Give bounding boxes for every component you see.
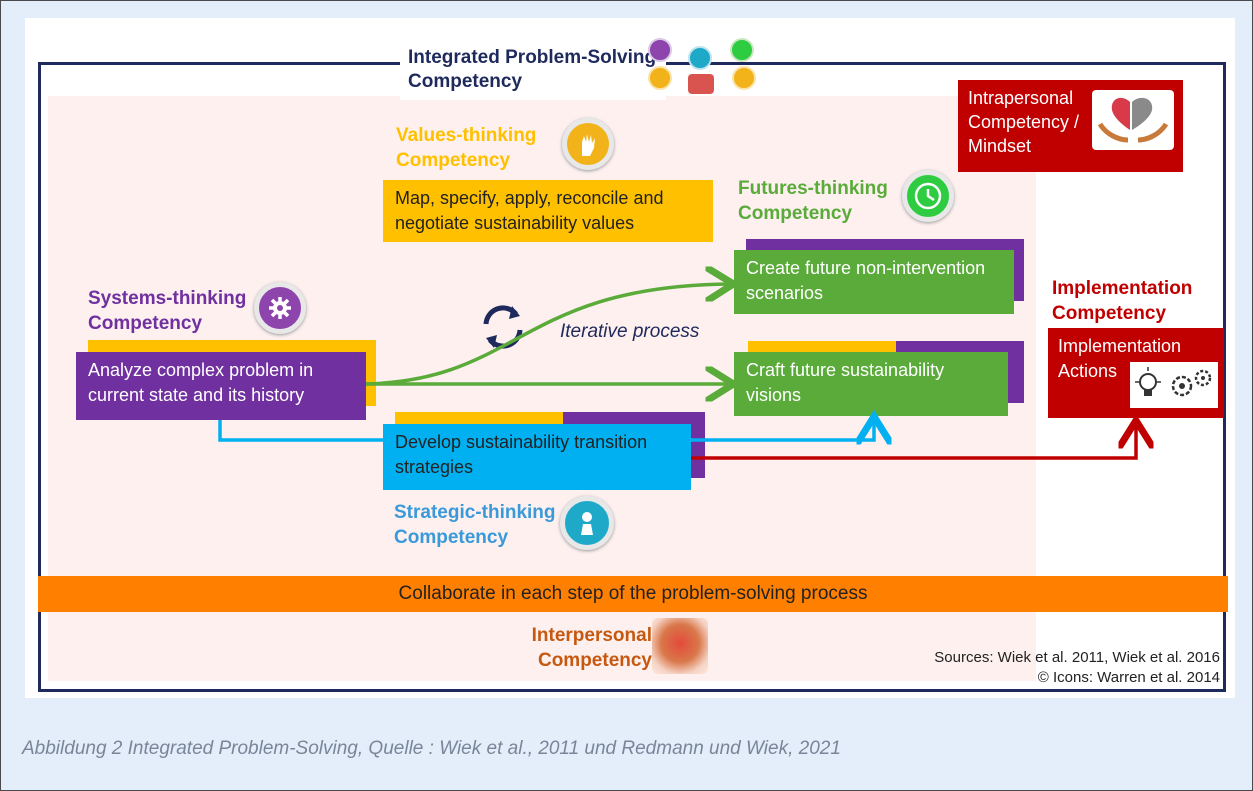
diagram-title: Integrated Problem-Solving Competency <box>408 47 657 92</box>
hand-icon <box>732 66 756 90</box>
systems-box-text: Analyze complex problem in current state… <box>88 360 314 405</box>
implementation-box-text: Implementation Actions <box>1058 336 1182 381</box>
sources-text: Sources: Wiek et al. 2011, Wiek et al. 2… <box>880 648 1220 688</box>
values-thinking-label: Values-thinking Competency <box>396 125 537 171</box>
systems-thinking-label: Systems-thinking Competency <box>88 288 247 334</box>
implementation-label: Implementation Competency <box>1052 278 1193 324</box>
lightbulb-gears-icon <box>1130 362 1218 408</box>
futures-box1: Create future non-intervention scenarios <box>734 250 1014 314</box>
gear-icon <box>254 282 306 334</box>
pawn-icon <box>560 496 614 550</box>
title-background <box>400 40 666 100</box>
hand-icon <box>648 66 672 90</box>
values-box-text: Map, specify, apply, reconcile and negot… <box>395 188 664 233</box>
strategic-thinking-label: Strategic-thinking Competency <box>394 502 556 548</box>
collaborate-text: Collaborate in each step of the problem-… <box>398 583 868 604</box>
hands-together-icon <box>688 74 714 94</box>
brain-heart-icon <box>1092 90 1174 150</box>
clock-icon <box>902 170 954 222</box>
futures-box1-text: Create future non-intervention scenarios <box>746 258 986 303</box>
iterative-label: Iterative process <box>560 321 700 342</box>
figure-caption: Abbildung 2 Integrated Problem-Solving, … <box>22 738 841 759</box>
futures-box2: Craft future sustainability visions <box>734 352 1008 416</box>
clock-icon <box>730 38 754 62</box>
strategic-box: Develop sustainability transition strate… <box>383 424 691 490</box>
collaborate-bar: Collaborate in each step of the problem-… <box>38 576 1228 612</box>
competency-icons-cluster <box>646 36 756 96</box>
hand-icon <box>562 118 614 170</box>
sources-line2: © Icons: Warren et al. 2014 <box>1037 669 1220 686</box>
hands-together-icon <box>652 618 708 674</box>
interpersonal-label: Interpersonal Competency <box>531 625 652 671</box>
systems-box: Analyze complex problem in current state… <box>76 352 366 420</box>
pawn-icon <box>688 46 712 70</box>
futures-box2-text: Craft future sustainability visions <box>746 360 945 405</box>
values-box: Map, specify, apply, reconcile and negot… <box>383 180 713 242</box>
gear-icon <box>648 38 672 62</box>
sources-line1: Sources: Wiek et al. 2011, Wiek et al. 2… <box>934 649 1220 666</box>
intrapersonal-label: Intrapersonal Competency / Mindset <box>968 88 1080 156</box>
strategic-box-text: Develop sustainability transition strate… <box>395 432 648 477</box>
futures-thinking-label: Futures-thinking Competency <box>738 178 888 224</box>
